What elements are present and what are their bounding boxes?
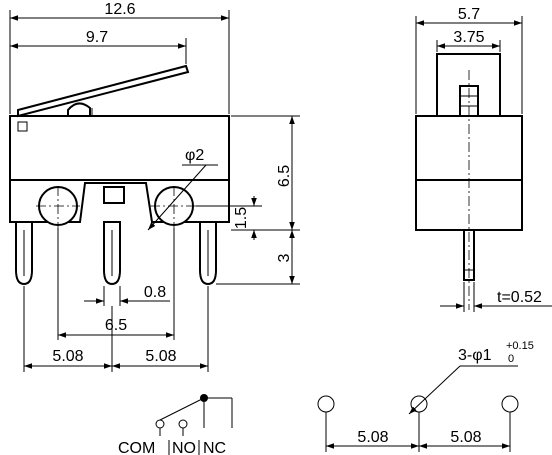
schematic-contact-no <box>178 419 188 429</box>
dim-pcb-pitch-left: 5.08 <box>357 429 388 446</box>
pcb-hole-left <box>317 395 335 413</box>
dim-pin-gap: 0.8 <box>144 284 166 301</box>
body-notch <box>103 186 125 204</box>
pcb-hole-spec: 3-φ1 <box>458 347 492 364</box>
dim-hole-diameter: φ2 <box>185 147 204 164</box>
terminal-pins <box>15 221 217 286</box>
schematic-contact-com <box>155 419 165 429</box>
pcb-hole-tolerance-lower: 0 <box>508 353 514 365</box>
lever-pivot <box>67 102 91 117</box>
actuator-lever <box>17 64 190 118</box>
schematic-label-no: NO <box>172 440 196 455</box>
dim-side-width: 5.7 <box>458 6 480 23</box>
schematic-label-com: COM <box>118 440 155 455</box>
dim-plunger-width: 3.75 <box>453 29 484 46</box>
dim-pcb-pitch-right: 5.08 <box>450 429 481 446</box>
pcb-footprint: 5.08 5.08 3-φ1 +0.15 0 <box>317 340 534 452</box>
dim-terminal-length: 3 <box>276 253 293 262</box>
body-marker <box>17 121 28 132</box>
side-dimensions: 5.7 3.75 t=0.52 <box>415 6 552 312</box>
dim-pitch-left: 5.08 <box>52 348 83 365</box>
schematic-label-nc: NC <box>203 440 226 455</box>
front-dimensions: 12.6 9.7 6.5 1.5 3 φ2 0.8 <box>9 1 300 372</box>
side-view <box>415 53 523 310</box>
front-view <box>9 64 230 286</box>
dim-pitch-right: 5.08 <box>145 348 176 365</box>
dim-hole-offset: 1.5 <box>233 207 250 229</box>
dim-body-height: 6.5 <box>276 165 293 187</box>
dim-terminal-thickness: t=0.52 <box>497 289 542 306</box>
switch-schematic: COM NO NC <box>118 394 233 455</box>
pcb-hole-tolerance-upper: +0.15 <box>506 340 534 352</box>
pcb-hole-right <box>501 395 519 413</box>
dim-lever-length: 9.7 <box>86 29 108 46</box>
dim-hole-spacing: 6.5 <box>105 317 127 334</box>
dim-overall-length: 12.6 <box>104 1 135 18</box>
